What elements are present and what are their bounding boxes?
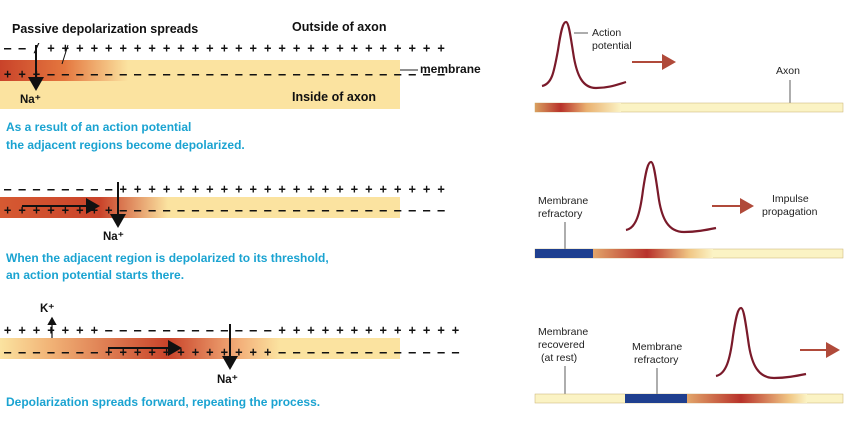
axon-label: Axon	[776, 65, 800, 77]
refractory-segment	[535, 249, 593, 258]
top-charge-row: – – – – – – – – + + + + + + + + + + + + …	[4, 182, 445, 196]
caption-line-1: As a result of an action potential	[6, 120, 191, 134]
axon-inside-band	[0, 81, 400, 109]
top-charge-row: – – / + + + + + + + + + + + + + + + + + …	[4, 41, 445, 55]
axon-membrane-band	[0, 197, 400, 218]
membrane-label: membrane	[420, 62, 481, 76]
impulse-label: Impulse	[772, 193, 809, 205]
propagation-label: propagation	[762, 206, 818, 218]
potential-label: potential	[592, 40, 632, 52]
membrane-label: Membrane	[538, 195, 588, 207]
action-label: Action	[592, 27, 621, 39]
membrane-label-2: Membrane	[632, 341, 682, 353]
membrane-label: Membrane	[538, 326, 588, 338]
outside-axon-label: Outside of axon	[292, 20, 386, 34]
depolarized-segment	[593, 249, 713, 258]
caption-line-2: an action potential starts there.	[6, 268, 184, 282]
depolarized-segment	[687, 394, 807, 403]
left-panel-2: – – – – – – – – + + + + + + + + + + + + …	[0, 182, 445, 282]
right-panel-3: Membrane recovered (at rest) Membrane re…	[534, 306, 844, 404]
at-rest-label: (at rest)	[541, 352, 577, 364]
caption-line-1: Depolarization spreads forward, repeatin…	[6, 395, 320, 409]
caption-line-1: When the adjacent region is depolarized …	[6, 251, 329, 265]
bottom-charge-row: + + + – – – – – – – – – – – – – – – – – …	[4, 67, 445, 81]
bottom-charge-row: – – – – – – – + + + + + + + + + + + + – …	[4, 345, 460, 359]
refractory-label: refractory	[538, 208, 583, 220]
bottom-charge-row: + + + + + + + + – – – – – – – – – – – – …	[4, 203, 445, 217]
left-panel-1: Passive depolarization spreads Outside o…	[0, 20, 481, 152]
axon-membrane-band	[0, 338, 400, 359]
inside-axon-label: Inside of axon	[292, 90, 376, 104]
na-ion-label: Na⁺	[20, 94, 41, 106]
refractory-segment	[625, 394, 687, 403]
recovered-label: recovered	[538, 339, 585, 351]
right-panel-2: Membrane refractory Impulse propagation	[534, 160, 844, 259]
k-ion-label: K⁺	[40, 303, 54, 315]
slash-mark	[61, 44, 69, 65]
top-charge-row: + + + + + + + – – – – – – – – – – – – + …	[4, 323, 459, 337]
left-panel-3: K⁺ + + + + + + + – – – – – – – – – – – –…	[0, 303, 460, 409]
action-potential-curve	[625, 160, 717, 234]
caption-line-2: the adjacent regions become depolarized.	[6, 138, 245, 152]
action-potential-curve	[541, 20, 627, 90]
passive-depolarization-title: Passive depolarization spreads	[12, 22, 198, 36]
axon-membrane-band	[0, 60, 400, 81]
depolarized-segment	[535, 103, 621, 112]
na-ion-label: Na⁺	[103, 231, 124, 243]
action-potential-curve	[715, 306, 807, 380]
na-ion-label: Na⁺	[217, 374, 238, 386]
right-panel-1: Action potential Axon	[534, 20, 844, 113]
refractory-label-2: refractory	[634, 354, 679, 366]
